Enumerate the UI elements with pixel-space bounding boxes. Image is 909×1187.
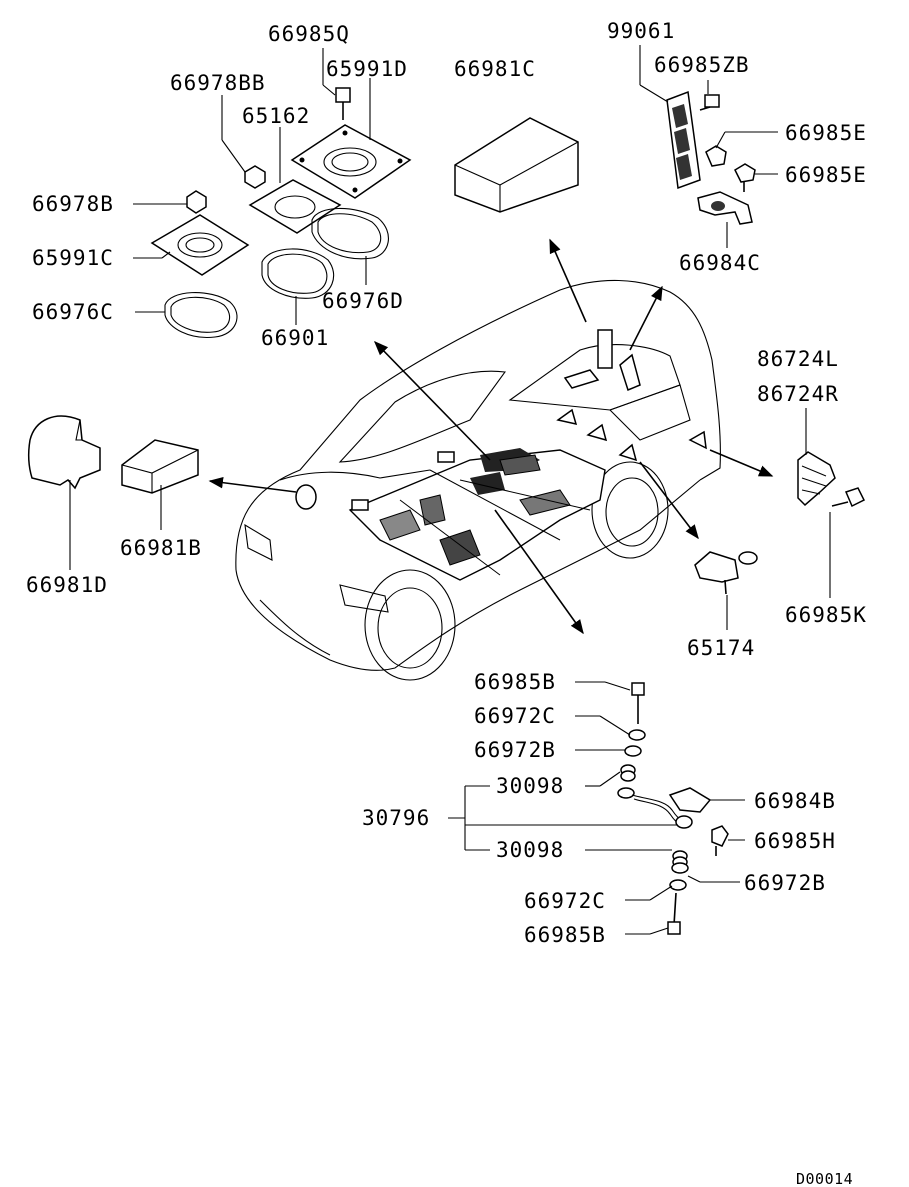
label-30098-bot: 30098 [496, 838, 564, 862]
drawing-code: D00014 [796, 1170, 853, 1187]
label-65162: 65162 [242, 104, 310, 128]
ground-cable-assembly [617, 682, 729, 935]
cover-86724 [797, 451, 866, 508]
sound-insulator-66981c [454, 117, 579, 213]
label-66972b-bot: 66972B [744, 871, 826, 895]
label-66985b-bot: 66985B [524, 923, 606, 947]
label-30098-top: 30098 [496, 774, 564, 798]
sound-insulators-left [27, 415, 199, 494]
label-66985b-top: 66985B [474, 670, 556, 694]
leader-lines [69, 45, 831, 935]
access-cover-parts [150, 87, 412, 338]
label-66985e-1: 66985E [785, 121, 867, 145]
label-86724r: 86724R [757, 382, 839, 406]
label-66901: 66901 [261, 326, 329, 350]
label-99061: 99061 [607, 19, 675, 43]
label-66984c: 66984C [679, 251, 761, 275]
vehicle-outline [235, 279, 721, 681]
label-66972b-top: 66972B [474, 738, 556, 762]
label-66985q: 66985Q [268, 22, 350, 46]
floor-pan [295, 329, 707, 581]
label-66981c: 66981C [454, 57, 536, 81]
label-66976c: 66976C [32, 300, 114, 324]
label-66985zb: 66985ZB [654, 53, 750, 77]
label-86724l: 86724L [757, 347, 839, 371]
label-65991d: 65991D [326, 57, 408, 81]
label-66981b: 66981B [120, 536, 202, 560]
label-66985k: 66985K [785, 603, 867, 627]
label-66972c-top: 66972C [474, 704, 556, 728]
label-30796: 30796 [362, 806, 430, 830]
label-65991c: 65991C [32, 246, 114, 270]
part-number-labels: 66985Q 65991D 66981C 99061 66985ZB 66978… [26, 19, 867, 1187]
label-66981d: 66981D [26, 573, 108, 597]
label-66976d: 66976D [322, 289, 404, 313]
label-66985h: 66985H [754, 829, 836, 853]
label-66985e-2: 66985E [785, 163, 867, 187]
label-66984b: 66984B [754, 789, 836, 813]
bracket-99061 [666, 90, 756, 225]
label-66978bb: 66978BB [170, 71, 266, 95]
label-66972c-bot: 66972C [524, 889, 606, 913]
label-66978b: 66978B [32, 192, 114, 216]
label-65174: 65174 [687, 636, 755, 660]
sensor-65174 [694, 551, 758, 595]
direction-arrows [208, 238, 774, 635]
